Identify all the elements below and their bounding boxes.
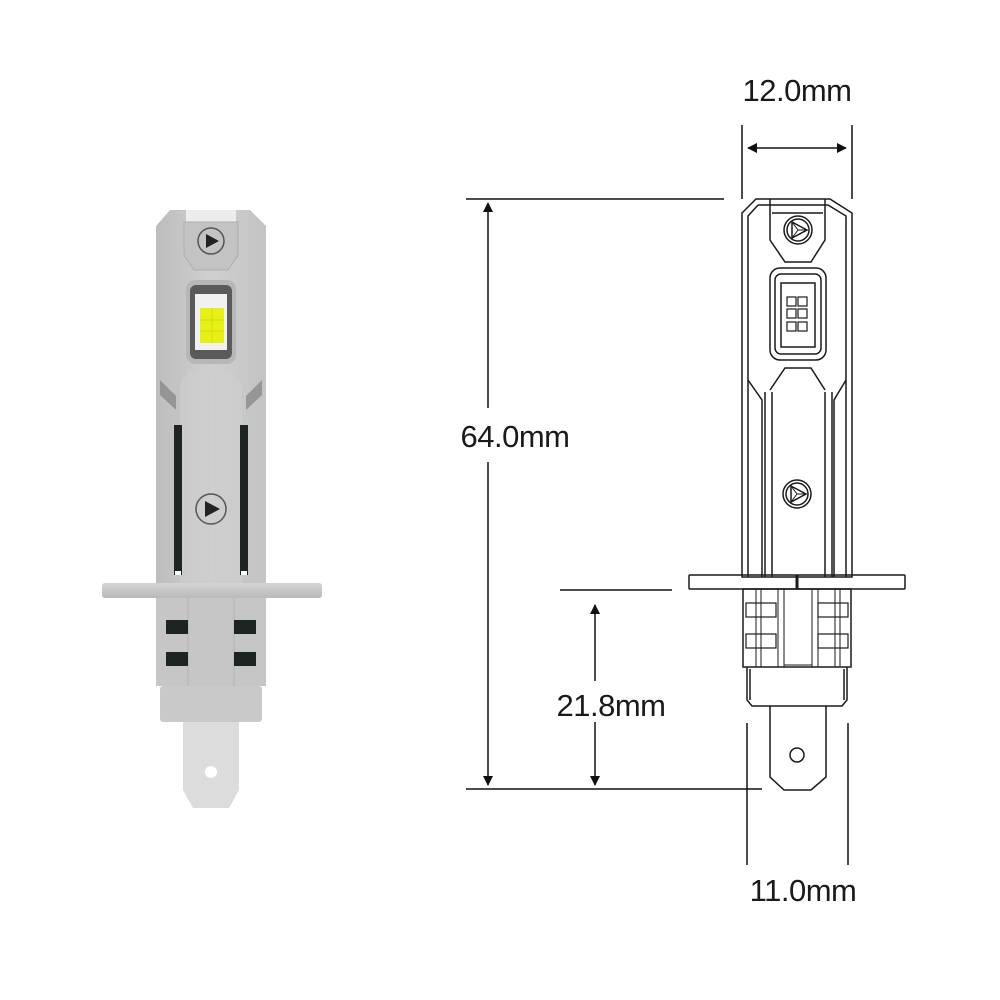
- bulb-drawing-led-frame: [769, 267, 827, 361]
- bulb-render-clip: [234, 652, 256, 666]
- triangle-logo-icon: [782, 479, 812, 509]
- bulb-drawing-base-grooves: [755, 589, 841, 667]
- bulb-render-top-pocket: [183, 221, 239, 271]
- bulb-drawing-collar: [746, 667, 848, 707]
- play-arrow-logo-icon: [197, 227, 225, 255]
- bulb-drawing-body-inner-outline: [747, 204, 847, 577]
- led-chip-icon: [200, 308, 224, 343]
- bulb-drawing-clips: [745, 602, 849, 649]
- bulb-render-top-cap: [186, 210, 236, 222]
- bulb-drawing-led-frame-inner: [774, 273, 822, 355]
- bulb-render-clip: [166, 652, 188, 666]
- bulb-render-terminal-hole: [205, 766, 217, 778]
- dim-label-base-length: 21.8mm: [557, 688, 666, 723]
- triangle-logo-icon: [783, 215, 813, 245]
- bulb-drawing-terminal: [769, 706, 827, 791]
- led-chip-icon: [786, 296, 808, 332]
- bulb-drawing-led-board: [780, 282, 816, 348]
- bulb-render-terminal: [183, 722, 239, 808]
- bulb-drawing-lower-pocket: [747, 367, 847, 577]
- bulb-drawing-base-center: [783, 588, 813, 666]
- dim-label-body-width: 12.0mm: [743, 73, 852, 108]
- bulb-render-slot-highlight: [175, 571, 181, 575]
- dim-label-total-length: 64.0mm: [461, 419, 570, 454]
- bulb-drawing-body-outline: [741, 198, 853, 578]
- bulb-render-clip: [234, 620, 256, 634]
- bulb-drawing: [688, 198, 906, 791]
- play-arrow-logo-icon: [195, 493, 227, 525]
- bulb-render-base: [156, 598, 266, 686]
- bulb-drawing-terminal-hole: [789, 747, 805, 763]
- bulb-render: [102, 210, 322, 808]
- dimension-lines: [466, 125, 853, 865]
- bulb-render-clip: [166, 620, 188, 634]
- bulb-render-slot-right: [240, 425, 248, 575]
- bulb-render-center-rib: [180, 372, 242, 585]
- bulb-render-slot-left: [174, 425, 182, 575]
- dim-label-base-width: 11.0mm: [750, 873, 857, 908]
- bulb-drawing-top-pocket: [769, 199, 826, 263]
- bulb-render-collar: [160, 686, 262, 722]
- bulb-render-slot-highlight: [241, 571, 247, 575]
- bulb-render-flange: [102, 583, 322, 598]
